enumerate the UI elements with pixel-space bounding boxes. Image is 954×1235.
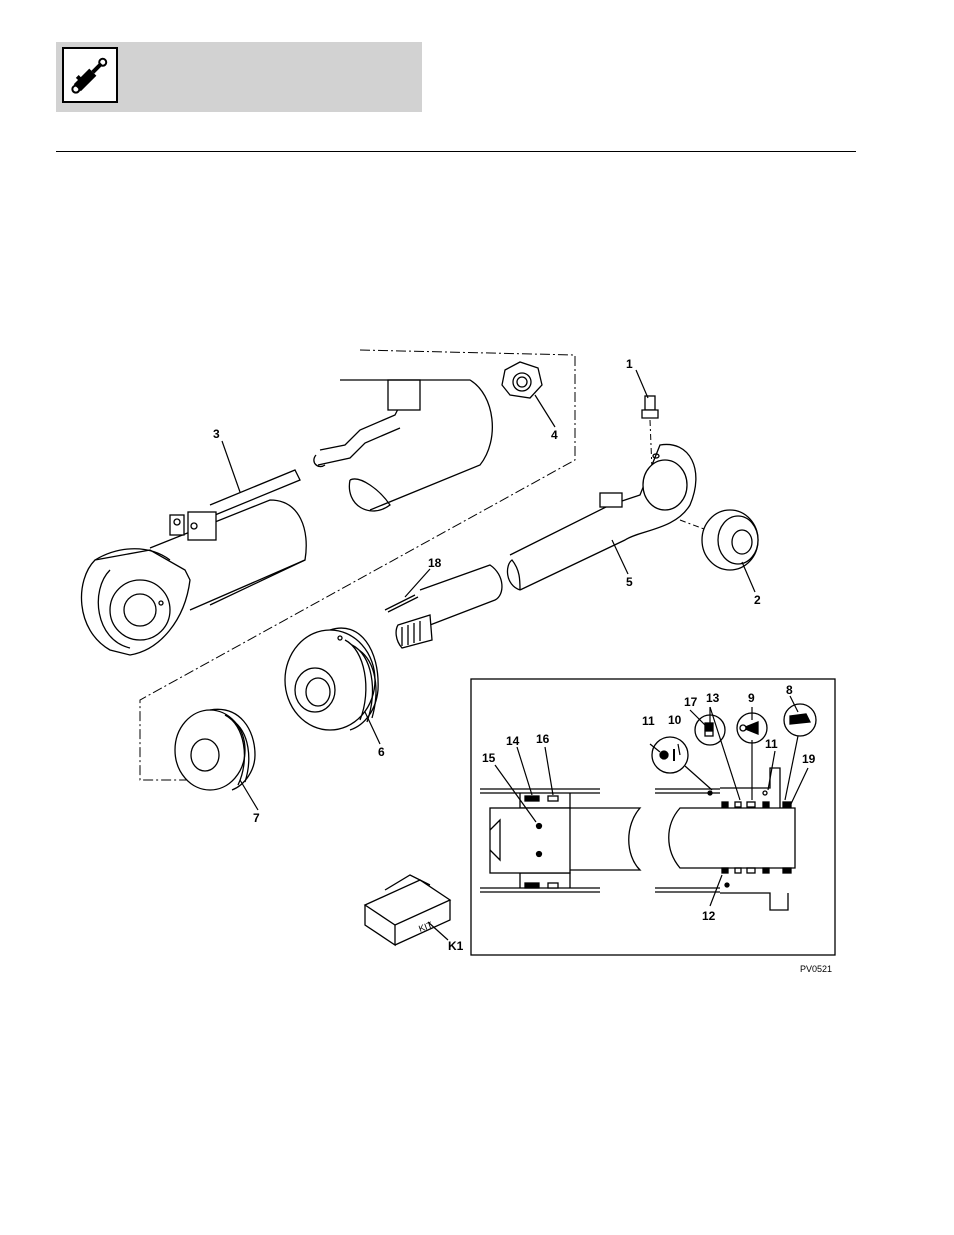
callout-6: 6 xyxy=(378,745,385,759)
callout-17: 17 xyxy=(684,695,698,709)
figure-id: PV0521 xyxy=(800,964,832,974)
rod-end-part xyxy=(384,564,503,649)
callout-7: 7 xyxy=(253,811,260,825)
kit-box-illustration xyxy=(363,874,452,947)
callout-19: 19 xyxy=(802,752,816,766)
callout-2: 2 xyxy=(754,593,761,607)
callout-12: 12 xyxy=(702,909,716,923)
callout-5: 5 xyxy=(626,575,633,589)
head-part xyxy=(284,627,379,731)
callout-16: 16 xyxy=(536,732,550,746)
barrel-part xyxy=(80,469,307,656)
header-box xyxy=(56,42,422,112)
callout-13: 13 xyxy=(706,691,720,705)
callout-k1: K1 xyxy=(448,939,464,953)
callout-15: 15 xyxy=(482,751,496,765)
seal-detail-drawing xyxy=(480,703,817,911)
callout-10: 10 xyxy=(668,713,682,727)
seal-detail-inset xyxy=(470,678,836,956)
callout-8: 8 xyxy=(786,683,793,697)
leader-lines xyxy=(221,369,809,941)
callout-9: 9 xyxy=(748,691,755,705)
callout-1: 1 xyxy=(626,357,633,371)
callout-3: 3 xyxy=(213,427,220,441)
tube-part xyxy=(313,379,493,512)
bushing-part xyxy=(701,509,759,571)
hydraulic-cylinder-icon xyxy=(62,47,118,103)
callout-4: 4 xyxy=(551,428,558,442)
callout-11-left: 11 xyxy=(642,714,655,728)
assembly-centerline xyxy=(139,349,576,781)
grease-fitting-part xyxy=(641,395,659,419)
header-rule xyxy=(56,151,856,152)
callout-18: 18 xyxy=(428,556,442,570)
kit-box-label: KIT xyxy=(417,920,434,934)
piston-part xyxy=(174,708,256,791)
rod-part xyxy=(506,443,697,591)
callout-11-right: 11 xyxy=(765,737,778,751)
nut-part xyxy=(501,361,543,399)
callout-14: 14 xyxy=(506,734,520,748)
